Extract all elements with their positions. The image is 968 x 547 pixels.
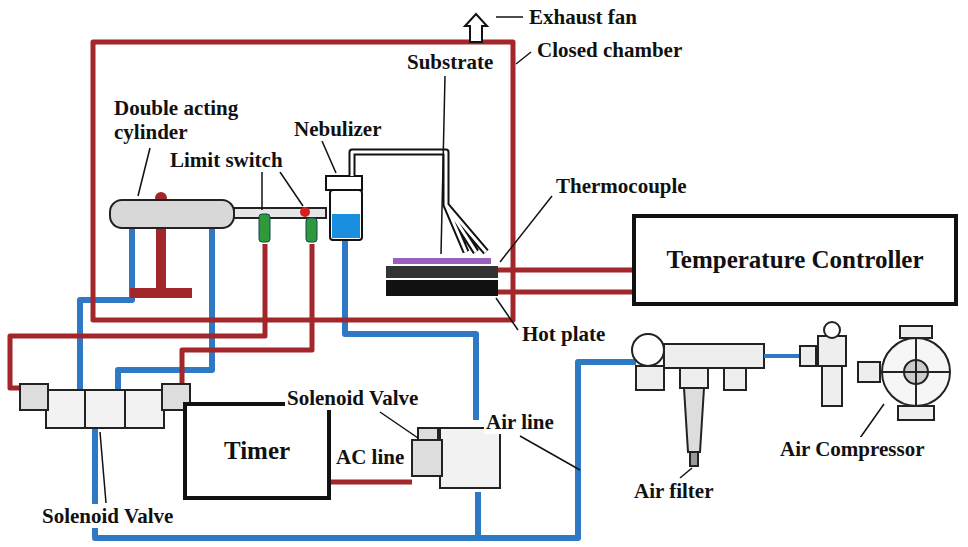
part-label: Air filter <box>632 479 716 503</box>
part-label: Limit switch <box>168 148 285 172</box>
part-label: Nebulizer <box>292 117 383 141</box>
part-label: Thermocouple <box>554 174 689 198</box>
instrument-box: Temperature Controller <box>632 214 958 306</box>
part-label: Hot plate <box>520 322 607 346</box>
part-label: Air Compressor <box>778 437 926 461</box>
part-label: Substrate <box>405 50 495 74</box>
part-label: Solenoid Valve <box>285 386 420 410</box>
part-label: Closed chamber <box>535 38 684 62</box>
part-label: Air line <box>484 410 556 434</box>
box-text: Timer <box>216 431 298 470</box>
part-label: AC line <box>334 445 406 469</box>
part-label: Double acting cylinder <box>112 96 266 144</box>
box-text: Temperature Controller <box>658 240 931 279</box>
part-label: Exhaust fan <box>527 5 639 29</box>
part-label: Solenoid Valve <box>40 504 175 528</box>
instrument-box: Timer <box>183 402 331 500</box>
